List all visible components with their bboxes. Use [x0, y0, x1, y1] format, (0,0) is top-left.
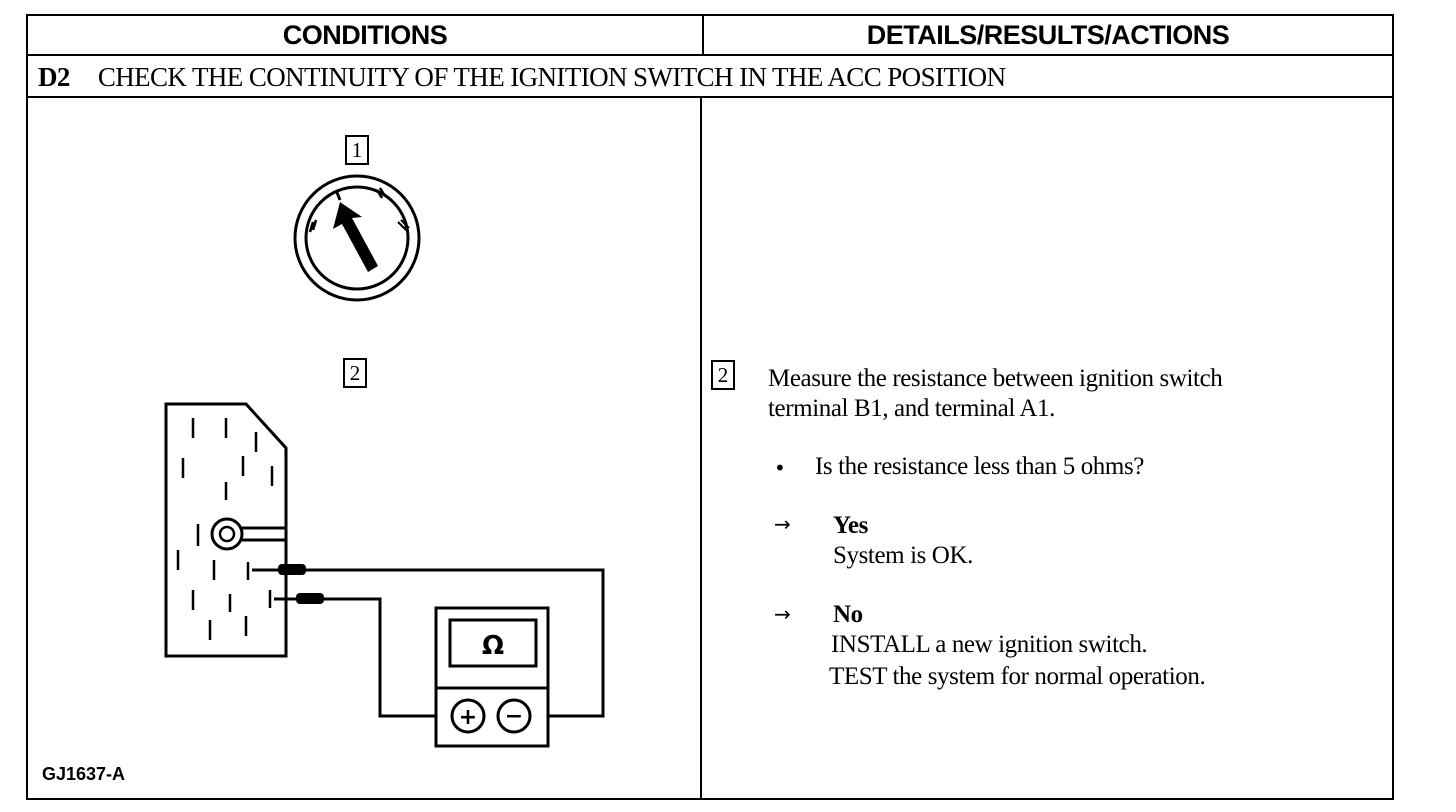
step-id: D2	[38, 61, 70, 92]
instruction-line-2: terminal B1, and terminal A1.	[768, 395, 1055, 422]
plus-terminal-icon	[450, 698, 486, 734]
header-column-divider	[702, 14, 704, 56]
callout-2: 2	[343, 358, 367, 388]
callout-1: 1	[345, 135, 369, 165]
yes-label: Yes	[833, 512, 868, 539]
step-title: CHECK THE CONTINUITY OF THE IGNITION SWI…	[97, 61, 1006, 92]
plus-label: +	[459, 705, 477, 730]
figure-id: GJ1637-A	[42, 764, 126, 784]
no-label: No	[833, 601, 863, 628]
bullet-icon: •	[774, 456, 786, 480]
ohm-symbol: Ω	[482, 631, 504, 661]
no-action-line-1: INSTALL a new ignition switch.	[831, 631, 1148, 658]
minus-label: −	[505, 704, 523, 729]
ignition-key-icon	[293, 174, 421, 302]
question-text: Is the resistance less than 5 ohms?	[815, 453, 1144, 480]
no-arrow-icon: →	[774, 602, 791, 626]
details-callout-2: 2	[711, 360, 735, 390]
no-action-line-2: TEST the system for normal operation.	[829, 663, 1206, 690]
yes-action: System is OK.	[833, 542, 973, 569]
step-row-divider	[26, 96, 1394, 98]
ignition-switch-connector	[164, 402, 288, 658]
yes-arrow-icon: →	[774, 512, 791, 536]
body-column-divider	[700, 98, 702, 800]
step-title-row: D2 CHECK THE CONTINUITY OF THE IGNITION …	[38, 57, 1006, 97]
ohmmeter: Ω + −	[434, 606, 550, 748]
table-frame	[26, 14, 1394, 800]
test-leads	[252, 564, 605, 718]
header-divider	[26, 54, 1394, 56]
details-header: DETAILS/RESULTS/ACTIONS	[866, 19, 1230, 50]
conditions-header: CONDITIONS	[282, 19, 448, 50]
instruction-line-1: Measure the resistance between ignition …	[768, 365, 1223, 392]
minus-terminal-icon	[496, 698, 532, 734]
